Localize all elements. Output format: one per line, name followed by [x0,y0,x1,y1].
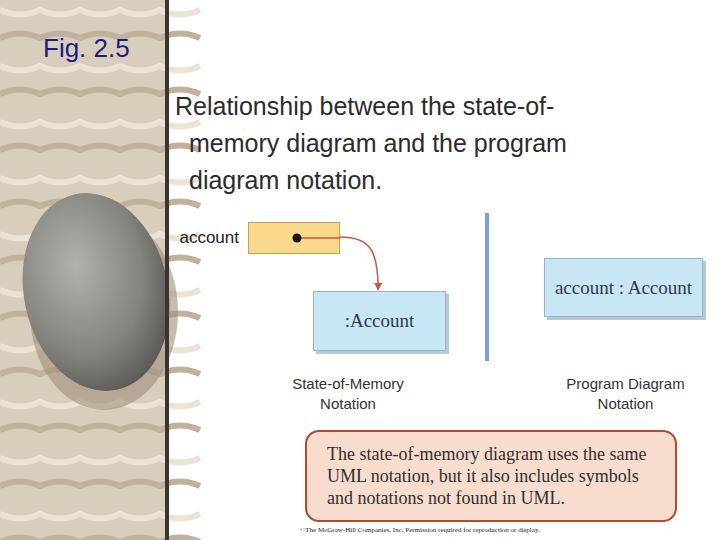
object-box: account : Account [544,258,703,317]
panel-edge [165,0,169,540]
sand-ripple [0,122,200,127]
sand-ripple [0,66,200,71]
reference-line [297,237,340,239]
stone [5,179,187,405]
variable-name: account [179,228,239,248]
divider-line [485,213,489,361]
sand-ripple [0,514,200,519]
notation-label: Program Diagram Notation [548,374,703,414]
sand-ripple [0,90,200,95]
sand-ripple [0,178,200,183]
reference-dot [293,234,302,243]
slide-caption: Relationship between the state-of-memory… [175,88,644,199]
sand-ripple [0,458,200,463]
note-text: The state-of-memory diagram uses the sam… [327,443,655,509]
object-name: :Account [345,310,415,332]
copyright-note: ©The McGraw-Hill Companies, Inc. Permiss… [300,526,612,535]
sand-ripple [0,426,200,431]
note-box: The state-of-memory diagram uses the sam… [305,430,677,522]
sand-ripple [0,482,200,487]
figure-title: Fig. 2.5 [43,33,130,64]
object-box: :Account [313,291,446,351]
sand-ripple [0,146,200,151]
reference-box: account [248,222,340,254]
reference-dot [249,223,339,253]
reference-arrow [340,237,378,290]
notation-label: State-of-Memory Notation [273,374,423,414]
sand-ripples [0,10,200,540]
object-name: account : Account [555,277,692,299]
sand-ripple [0,538,200,540]
sand-ripple [0,10,200,15]
